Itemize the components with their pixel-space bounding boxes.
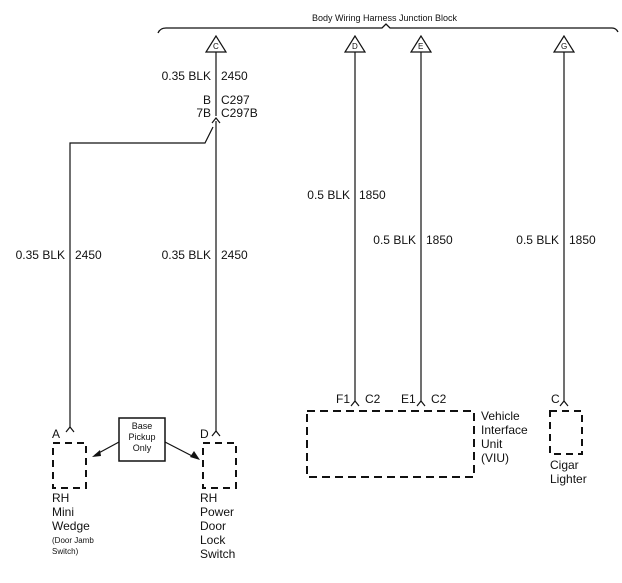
terminal-c-label: C (213, 42, 219, 51)
e-wire-label: 0.5 BLK (373, 233, 416, 247)
viu-name: Vehicle Interface Unit (VIU) (481, 409, 528, 465)
viu-conn-2: C2 (431, 392, 447, 406)
connector-c297: C297 (221, 93, 250, 107)
note-line: Pickup (128, 432, 156, 442)
note-arrowhead-right (190, 451, 200, 460)
note-line: Switch) (52, 547, 79, 556)
c-upper-wire-label: 0.35 BLK (161, 69, 211, 83)
name-line: Interface (481, 423, 528, 437)
junction-block-title: Body Wiring Harness Junction Block (312, 13, 458, 23)
d-circuit-label: 1850 (359, 188, 386, 202)
e-circuit-label: 1850 (426, 233, 453, 247)
cigar-lighter-name: Cigar Lighter (550, 458, 587, 486)
pin-e1-chevron (416, 400, 426, 407)
name-line: Vehicle (481, 409, 520, 423)
note-line: Only (132, 443, 152, 453)
name-line: Mini (52, 505, 75, 519)
c-lower-wire-label: 0.35 BLK (161, 248, 211, 262)
name-line: Cigar (550, 458, 579, 472)
name-line: (VIU) (481, 451, 509, 465)
connector-c297b: C297B (221, 106, 258, 120)
junction-block-bracket (157, 23, 619, 34)
g-wire-label: 0.5 BLK (516, 233, 559, 247)
base-pickup-note-box (118, 417, 166, 462)
name-line: RH (52, 491, 70, 505)
cigar-lighter-box (549, 410, 583, 455)
c-upper-circuit-label: 2450 (221, 69, 248, 83)
name-line: Unit (481, 437, 503, 451)
cigar-pin: C (551, 392, 560, 406)
name-line: Door (200, 519, 227, 533)
terminal-e-label: E (418, 42, 424, 51)
door-lock-pin: D (200, 427, 209, 441)
pin-c-chevron (559, 400, 569, 407)
g-circuit-label: 1850 (569, 233, 596, 247)
viu-pin-f1: F1 (336, 392, 351, 406)
door-lock-name: RH Power Door Lock Switch (200, 491, 235, 561)
name-line: Power (200, 505, 235, 519)
left-branch-circuit-label: 2450 (75, 248, 102, 262)
name-line: RH (200, 491, 218, 505)
left-branch-wire-label: 0.35 BLK (15, 248, 65, 262)
connector-c297-pin (211, 117, 221, 124)
d-wire-label: 0.5 BLK (307, 188, 350, 202)
note-line: (Door Jamb (52, 536, 94, 545)
note-arrow-right (164, 441, 197, 459)
wire-left-branch (69, 126, 214, 428)
connector-pin-b: B (202, 93, 211, 107)
pin-f1-chevron (350, 400, 360, 407)
note-line: Base (131, 421, 153, 431)
name-line: Switch (200, 547, 236, 561)
c-lower-circuit-label: 2450 (221, 248, 248, 262)
mini-wedge-box (52, 442, 87, 489)
mini-wedge-pin: A (52, 427, 61, 441)
connector-pin-7b: 7B (196, 106, 211, 120)
door-lock-box (202, 442, 237, 489)
viu-pin-e1: E1 (401, 392, 416, 406)
note-arrowhead-left (92, 450, 101, 457)
viu-conn-1: C2 (365, 392, 381, 406)
name-line: Wedge (52, 519, 90, 533)
viu-box (306, 410, 475, 478)
base-pickup-note: Base Pickup Only (119, 421, 165, 454)
name-line: Lighter (550, 472, 587, 486)
terminal-g-label: G (561, 42, 568, 51)
terminal-d-label: D (352, 42, 358, 51)
name-line: Lock (200, 533, 226, 547)
pin-a-chevron (65, 426, 75, 433)
mini-wedge-name: RH Mini Wedge (Door Jamb Switch) (52, 491, 94, 557)
pin-d-chevron (211, 430, 221, 437)
